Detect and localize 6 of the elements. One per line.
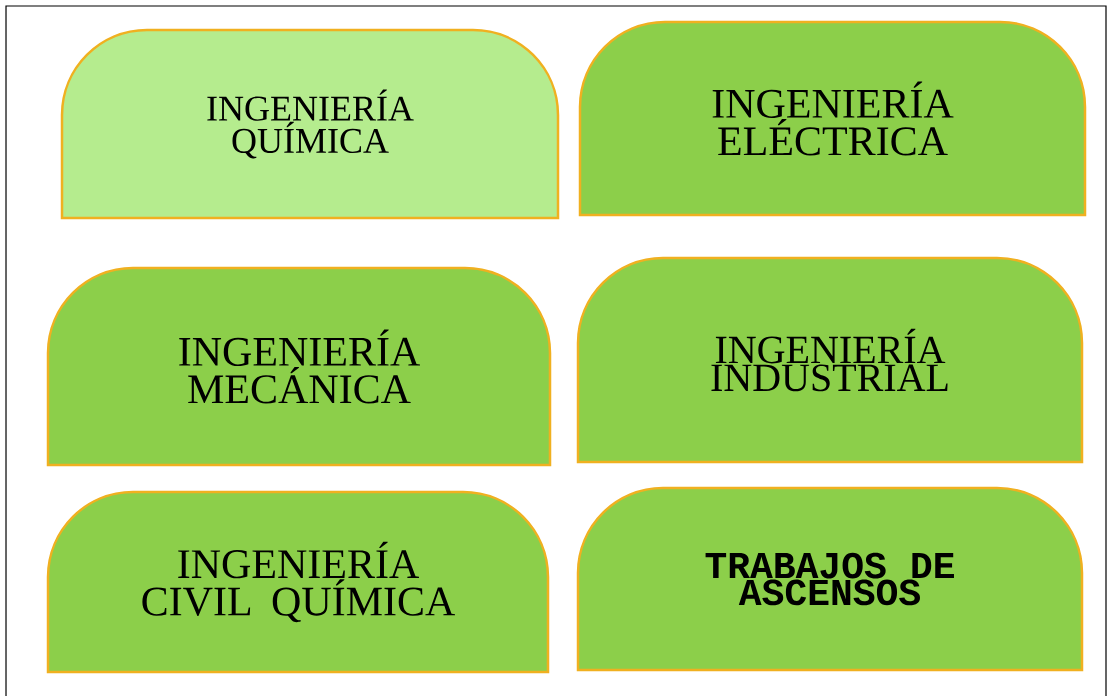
tab-box: INGENIERÍA CIVIL QUÍMICA: [46, 490, 550, 674]
tab-box: INGENIERÍA ELÉCTRICA: [578, 20, 1087, 217]
tab-box: INGENIERÍA MECÁNICA: [46, 266, 552, 467]
tab-box: TRABAJOS DE ASCENSOS: [576, 486, 1084, 672]
tab-box: INGENIERÍA QUÍMICA: [60, 28, 560, 220]
tab-box: INGENIERÍA INDUSTRIAL: [576, 256, 1084, 464]
